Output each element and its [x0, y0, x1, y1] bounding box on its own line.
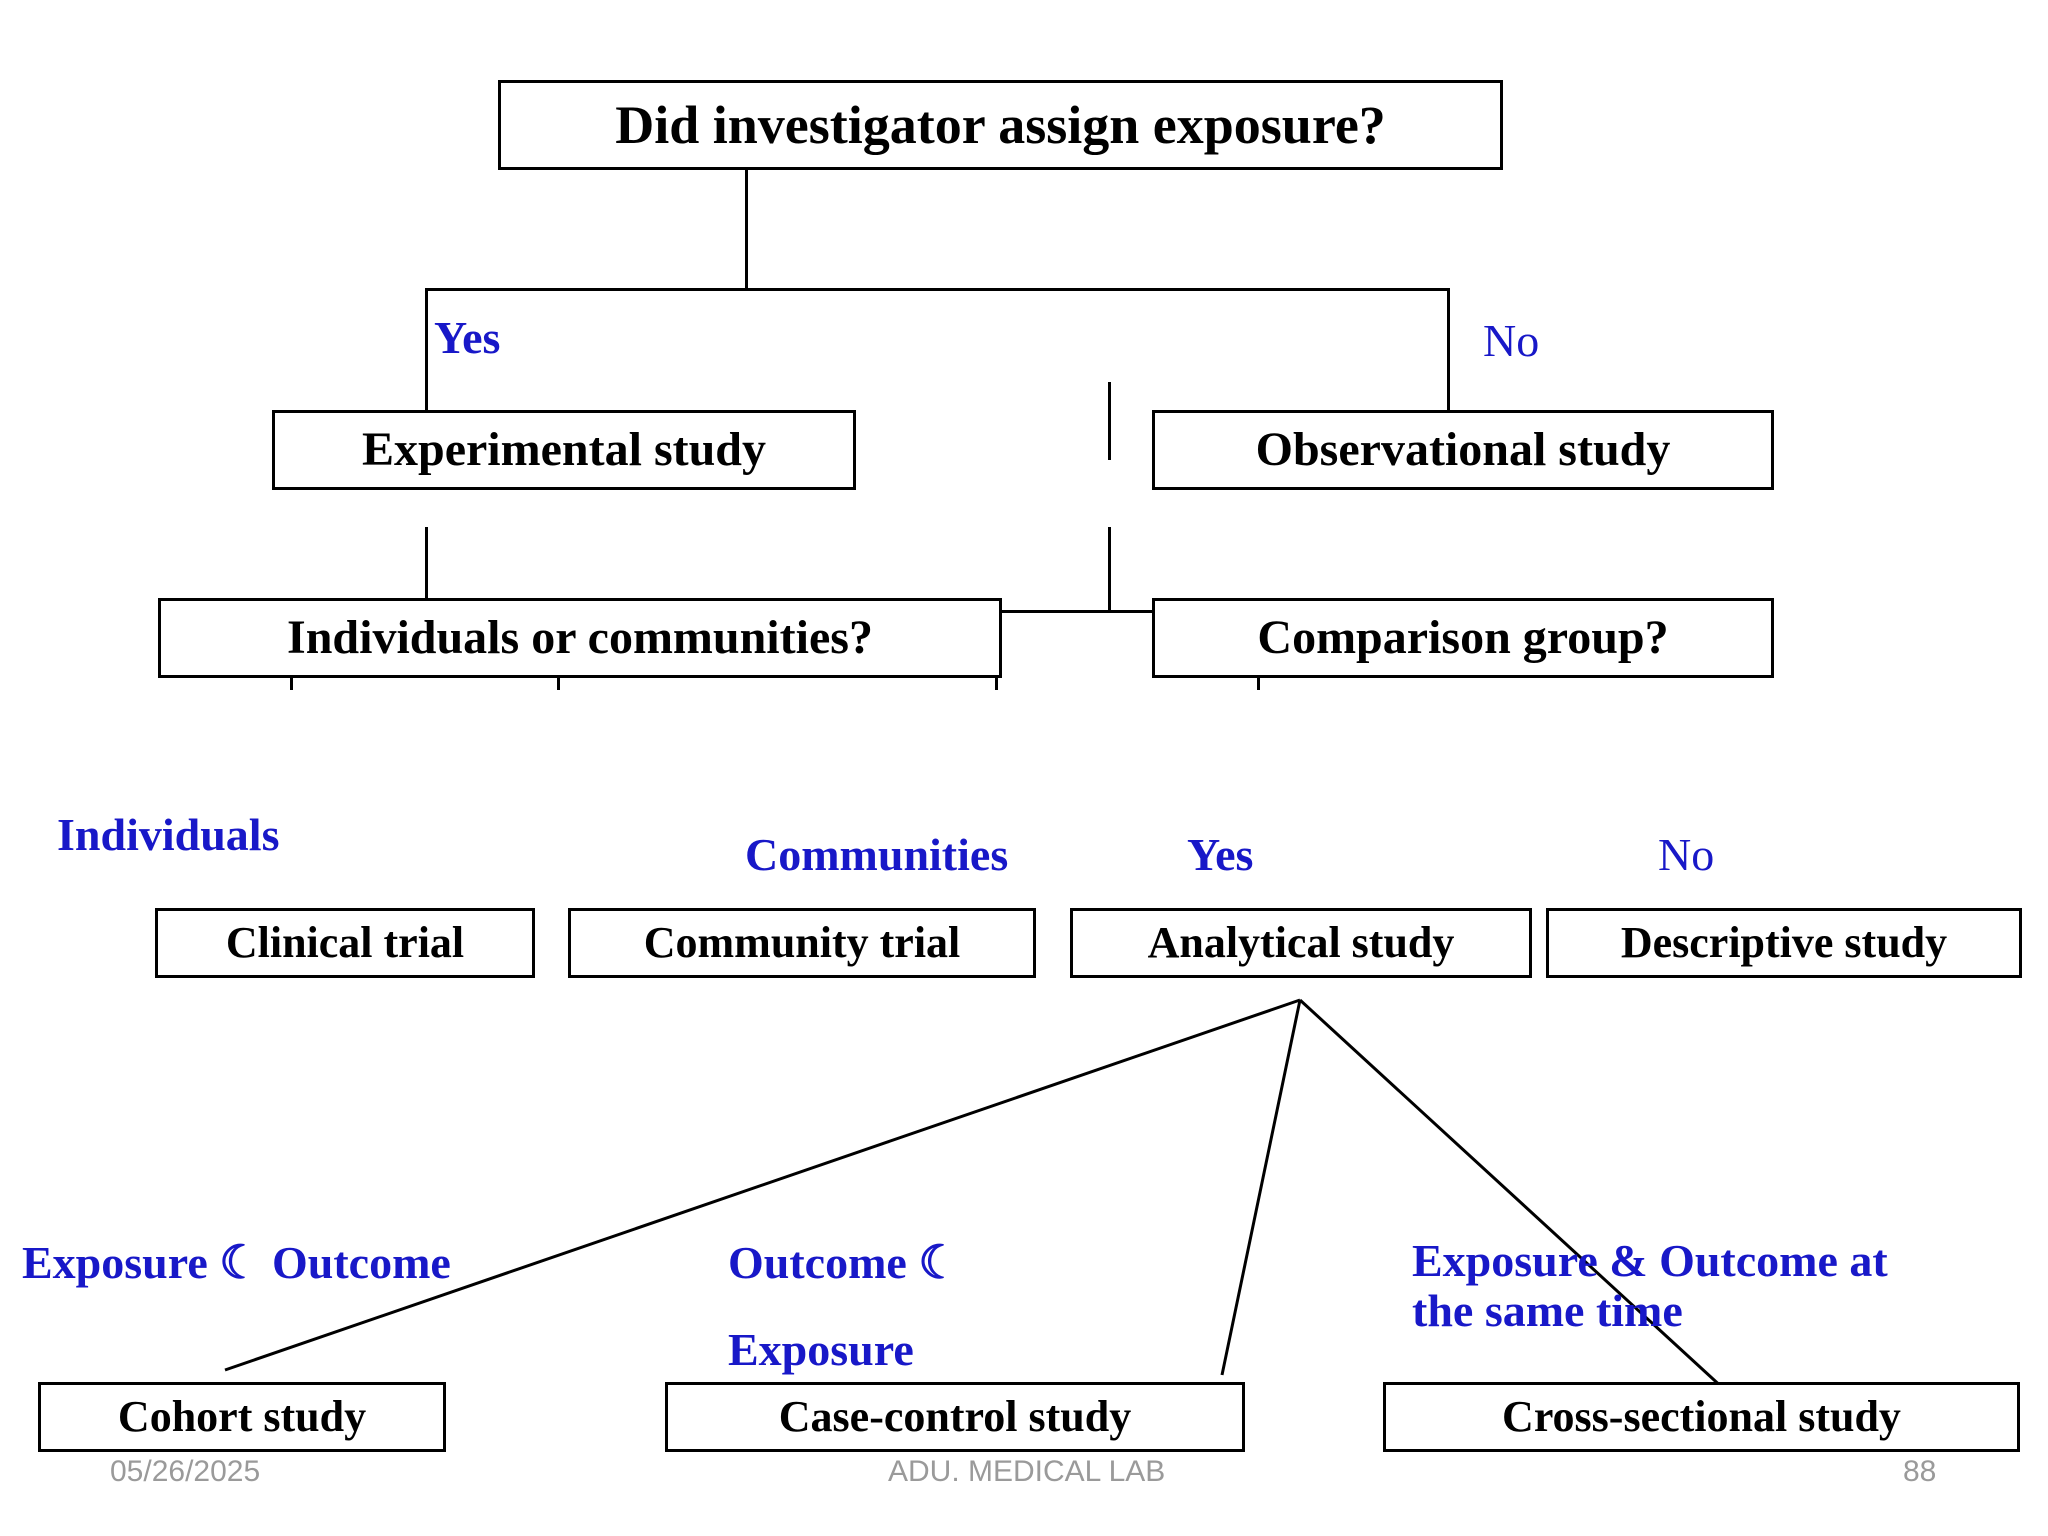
branch-label-individuals: Individuals — [57, 809, 280, 860]
connector-top-horizontal — [425, 288, 1450, 291]
box-label: Community trial — [643, 918, 961, 967]
branch-label-yes-top: Yes — [434, 312, 501, 363]
footer-date: 05/26/2025 — [110, 1455, 261, 1488]
box-label: Case-control study — [778, 1392, 1132, 1441]
branch-label-no-top: No — [1483, 315, 1540, 366]
box-descriptive-study[interactable]: Descriptive study — [1546, 908, 2022, 978]
box-analytical-study[interactable]: Analytical study — [1070, 908, 1532, 978]
box-label: Did investigator assign exposure? — [615, 95, 1386, 155]
box-label: Comparison group? — [1257, 611, 1669, 664]
box-label: Cohort study — [117, 1392, 367, 1441]
box-clinical-trial[interactable]: Clinical trial — [155, 908, 535, 978]
box-community-trial[interactable]: Community trial — [568, 908, 1036, 978]
box-cross-sectional-study[interactable]: Cross-sectional study — [1383, 1382, 2020, 1452]
footer-page-number: 88 — [1903, 1455, 1937, 1488]
annotation-cross-sectional-line1: Exposure & Outcome at — [1412, 1235, 1888, 1286]
box-label: Clinical trial — [225, 918, 465, 967]
box-label: Analytical study — [1147, 918, 1455, 967]
box-individuals-or-communities[interactable]: Individuals or communities? — [158, 598, 1002, 678]
box-experimental-study[interactable]: Experimental study — [272, 410, 856, 490]
box-label: Cross-sectional study — [1502, 1392, 1901, 1441]
annotation-cross-sectional-line2: the same time — [1412, 1285, 1683, 1336]
connector-indcomm-stem — [425, 527, 428, 602]
footer-center-text: ADU. MEDICAL LAB — [888, 1455, 1166, 1488]
box-observational-study[interactable]: Observational study — [1152, 410, 1774, 490]
branch-label-communities: Communities — [745, 829, 1009, 880]
box-label: Individuals or communities? — [287, 611, 873, 664]
box-case-control-study[interactable]: Case-control study — [665, 1382, 1245, 1452]
box-label: Experimental study — [361, 423, 766, 476]
branch-label-no-comparison: No — [1658, 829, 1715, 880]
box-label: Descriptive study — [1620, 918, 1948, 967]
box-comparison-group[interactable]: Comparison group? — [1152, 598, 1774, 678]
annotation-cohort-exposure-outcome: Exposure ☾ Outcome — [22, 1237, 451, 1288]
annotation-case-control-line1: Outcome ☾ — [728, 1237, 960, 1288]
branch-label-yes-comparison: Yes — [1187, 829, 1254, 880]
connector-no-drop — [1447, 288, 1450, 410]
connector-comparison-horizontal — [995, 610, 1260, 613]
annotation-case-control-line2: Exposure — [728, 1324, 914, 1375]
connector-observational-to-question — [1108, 382, 1111, 460]
box-did-investigator-assign-exposure[interactable]: Did investigator assign exposure? — [498, 80, 1503, 170]
connector-yes-drop — [425, 288, 428, 410]
box-label: Observational study — [1255, 423, 1671, 476]
connector-root-stem — [745, 130, 748, 288]
box-cohort-study[interactable]: Cohort study — [38, 1382, 446, 1452]
connector-comparison-stem — [1108, 527, 1111, 612]
